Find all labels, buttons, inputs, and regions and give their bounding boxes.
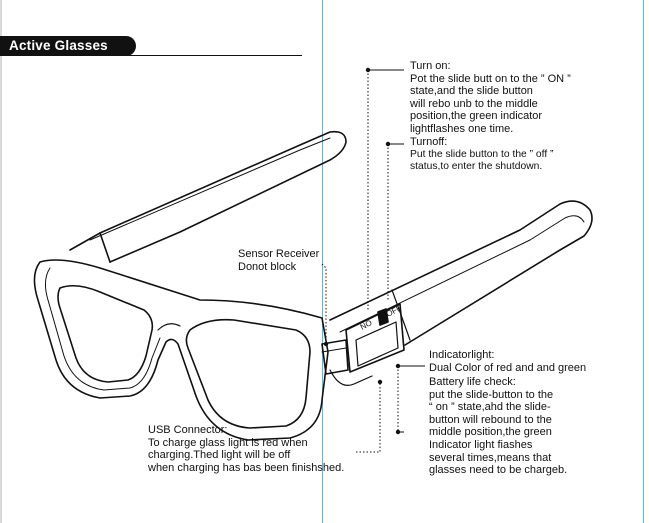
battery-line: “ on ” state,ahd the slide-	[429, 401, 551, 414]
battery-line: put the slide-button to the	[429, 388, 554, 401]
battery-line: Indicator light fiashes	[429, 438, 533, 451]
turn-off-title: Turnoff:	[410, 136, 448, 148]
battery-callout: Battery life check: put the slide-button…	[429, 376, 567, 477]
battery-line: button will rebound to the	[429, 413, 552, 426]
turn-on-line: Pot the slide butt on to the ” ON ”	[410, 72, 571, 85]
turn-on-line: position,the green indicator	[410, 110, 543, 123]
turn-on-line: lightflashes one time.	[410, 122, 514, 135]
turn-off-line: Put the slide button to the ” off ”	[410, 148, 554, 160]
battery-line: several times,means that	[429, 451, 552, 464]
sensor-line: Donot block	[238, 260, 297, 273]
turn-off-line: status,to enter the shutdown.	[410, 161, 543, 173]
turn-on-line: state,and the slide button	[410, 85, 533, 98]
page-edge	[0, 0, 2, 523]
indicator-line: Dual Color of red and and green	[429, 361, 587, 374]
battery-line: glasses need to be chargeb.	[429, 464, 568, 477]
turn-on-title: Turn on:	[410, 60, 451, 72]
page-guide-line-right	[643, 0, 644, 523]
indicator-callout: Indicatorlight: Dual Color of red and an…	[429, 349, 586, 374]
sensor-title: Sensor Receiver	[238, 248, 320, 260]
usb-line: when charging has bas been finishshed.	[148, 461, 345, 474]
usb-line: To charge glass light is red when	[148, 436, 308, 449]
section-header-rule	[0, 55, 302, 56]
usb-title: USB Connector:	[148, 424, 228, 436]
battery-line: middle position,the green	[429, 426, 552, 439]
battery-title: Battery life check:	[429, 376, 516, 388]
section-title: Active Glasses	[9, 38, 108, 53]
turn-on-line: will rebo unb to the middle	[410, 97, 538, 110]
indicator-title: Indicatorlight:	[429, 349, 495, 361]
usb-line: charging.Thed light will be off	[148, 449, 291, 462]
usb-callout: USB Connector: To charge glass light is …	[148, 424, 344, 474]
turn-on-callout: Turn on: Pot the slide butt on to the ” …	[410, 60, 571, 136]
page-guide-line	[322, 0, 323, 523]
turn-off-callout: Turnoff: Put the slide button to the ” o…	[410, 136, 553, 174]
section-header-tab	[0, 36, 136, 56]
switch-on-mark: NO	[359, 318, 374, 332]
sensor-callout: Sensor Receiver Donot block	[238, 248, 319, 273]
